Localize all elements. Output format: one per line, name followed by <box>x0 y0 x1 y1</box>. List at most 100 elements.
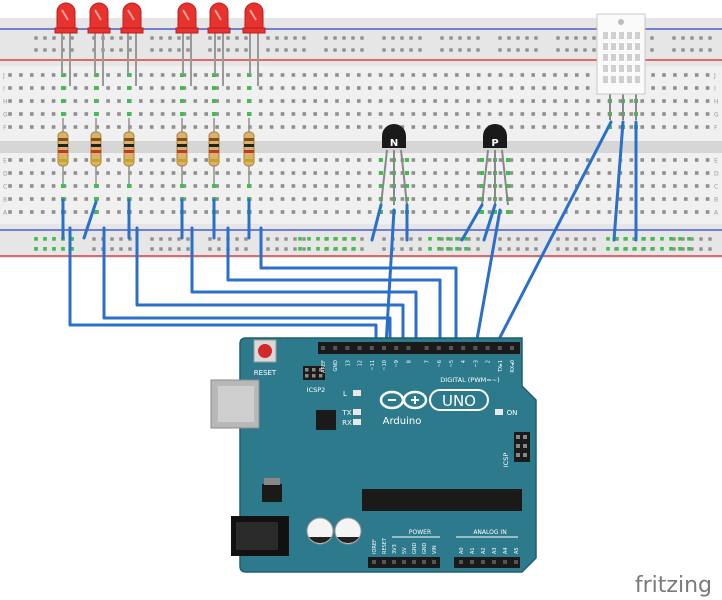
rail-hole <box>52 36 56 40</box>
rail-hole <box>400 36 404 40</box>
tx-label: TX <box>341 409 351 417</box>
breadboard-jumpers <box>61 120 638 242</box>
connected-hole <box>61 86 65 90</box>
terminal-holes <box>8 73 710 214</box>
connected-hole <box>325 237 329 241</box>
breadboard-hole <box>662 197 666 201</box>
breadboard-hole <box>476 99 481 103</box>
connected-hole <box>493 210 497 214</box>
breadboard-hole <box>694 112 699 116</box>
rail-hole <box>574 48 578 52</box>
connected-hole <box>405 171 409 175</box>
connected-hole <box>43 237 47 241</box>
breadboard-hole <box>411 112 416 116</box>
power-pin <box>392 560 396 564</box>
breadboard-hole <box>367 86 372 90</box>
connected-hole <box>606 237 610 241</box>
connected-hole <box>325 247 329 251</box>
pnp-label: P <box>491 138 498 149</box>
rail-hole <box>119 247 123 251</box>
rail-hole <box>458 48 462 52</box>
breadboard-hole <box>193 73 198 77</box>
rail-hole <box>159 247 163 251</box>
breadboard-hole <box>629 171 634 175</box>
breadboard-hole <box>324 158 328 162</box>
resistor <box>176 118 188 184</box>
rail-hole <box>699 48 703 52</box>
connected-hole <box>247 73 251 77</box>
breadboard-hole <box>204 99 208 103</box>
connected-hole <box>642 247 646 251</box>
rail-hole <box>525 48 529 52</box>
breadboard-hole <box>280 210 285 214</box>
breadboard-hole <box>160 112 165 116</box>
breadboard-hole <box>433 197 437 201</box>
rail-hole <box>574 237 578 241</box>
breadboard-hole <box>476 158 481 162</box>
breadboard-hole <box>215 73 219 77</box>
digital-pin <box>333 346 338 350</box>
connected-hole <box>606 247 610 251</box>
icsp2-label: ICSP2 <box>307 386 326 394</box>
breadboard-hole <box>106 171 110 175</box>
rail-hole <box>409 36 413 40</box>
rail-hole <box>516 247 520 251</box>
breadboard-hole <box>585 210 590 214</box>
connected-hole <box>52 247 56 251</box>
breadboard-hole <box>269 112 274 116</box>
power-pin <box>422 560 426 564</box>
rail-hole <box>324 36 328 40</box>
power-pin <box>412 560 416 564</box>
breadboard-hole <box>694 197 699 201</box>
rail-hole <box>159 48 163 52</box>
rail-hole <box>458 237 462 241</box>
row-letter-right: B <box>714 197 718 204</box>
connected-hole <box>247 86 251 90</box>
rail-hole <box>690 48 694 52</box>
breadboard-hole <box>607 158 612 162</box>
breadboard-hole <box>291 112 296 116</box>
breadboard-hole <box>531 73 535 77</box>
breadboard-hole <box>40 99 45 103</box>
breadboard-hole <box>422 86 426 90</box>
breadboard-hole <box>705 99 710 103</box>
breadboard-hole <box>160 86 165 90</box>
breadboard-hole <box>226 171 230 175</box>
rail-hole <box>324 48 328 52</box>
breadboard-hole <box>226 73 230 77</box>
connected-hole <box>455 247 459 251</box>
rail-hole <box>681 36 685 40</box>
breadboard-hole <box>51 197 56 201</box>
breadboard-hole <box>30 86 34 90</box>
breadboard-hole <box>30 197 34 201</box>
rail-hole <box>672 237 676 241</box>
breadboard-hole <box>694 86 699 90</box>
digital-pin <box>382 346 386 350</box>
breadboard-hole <box>160 197 165 201</box>
rail-hole <box>92 237 96 241</box>
breadboard-hole <box>640 112 644 116</box>
breadboard-hole <box>455 197 459 201</box>
digital-pin <box>424 346 429 350</box>
breadboard-hole <box>204 210 208 214</box>
breadboard-hole <box>509 99 514 103</box>
breadboard-hole <box>19 158 23 162</box>
rail-hole <box>302 48 306 52</box>
breadboard-hole <box>73 86 78 90</box>
breadboard-hole <box>302 158 307 162</box>
breadboard-hole <box>313 99 317 103</box>
breadboard-hole <box>520 197 525 201</box>
breadboard-hole <box>313 210 317 214</box>
digital-pin <box>345 346 350 350</box>
rail-hole <box>208 247 212 251</box>
row-letter-right: G <box>714 112 719 119</box>
rail-hole <box>244 247 248 251</box>
breadboard-hole <box>455 86 459 90</box>
analog-pin <box>492 560 496 564</box>
breadboard-hole <box>498 86 503 90</box>
breadboard-hole <box>694 210 699 214</box>
connected-hole <box>212 86 216 90</box>
breadboard-hole <box>531 158 535 162</box>
reset-button[interactable] <box>258 344 272 358</box>
